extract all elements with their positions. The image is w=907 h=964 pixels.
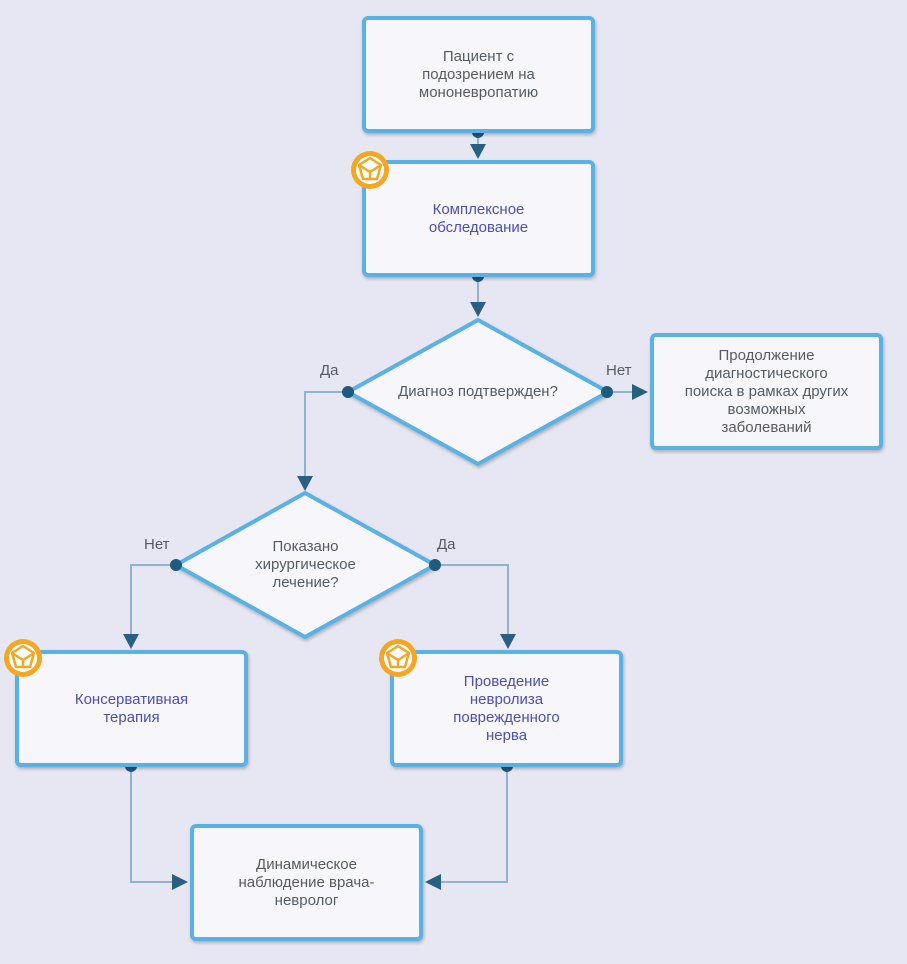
arrow-to-observation-left (172, 874, 188, 890)
node-neurolysis-label[interactable]: Проведение невролиза поврежденного нерва (453, 672, 560, 744)
arrow-to-diagnosis (470, 302, 486, 317)
edge-label-surgery-no: Нет (144, 536, 170, 553)
edge-diagnosis-yes (304, 391, 348, 480)
arrow-to-continue (632, 384, 648, 400)
node-observation[interactable]: Динамическое наблюдение врача-невролог (190, 824, 423, 941)
dot-surgery-left (170, 559, 182, 571)
dot-diagnosis-right (601, 386, 613, 398)
arrow-to-observation-right (425, 874, 441, 890)
node-patient-label: Пациент с подозрением на мононевропатию (418, 47, 539, 101)
decision-diagnosis-shape (346, 318, 610, 466)
connectors (130, 132, 638, 883)
node-continue-search-label: Продолжение диагностического поиска в ра… (684, 346, 849, 436)
edge-surgery-no (130, 564, 176, 638)
clinical-recommendation-icon[interactable] (378, 638, 418, 678)
arrow-to-conservative (123, 634, 139, 649)
node-observation-label: Динамическое наблюдение врача-невролог (238, 855, 375, 909)
edge-surgery-yes (435, 564, 509, 638)
edge-neurolysis-observation (437, 766, 508, 883)
arrowheads (123, 144, 648, 890)
edge-label-diagnosis-no: Нет (606, 362, 632, 379)
node-patient[interactable]: Пациент с подозрением на мононевропатию (362, 16, 595, 133)
node-exam-label[interactable]: Комплексное обследование (428, 200, 529, 236)
dot-diagnosis-left (342, 386, 354, 398)
arrow-to-exam (470, 144, 486, 159)
decision-surgery-label: Показано хирургическое лечение? (255, 538, 356, 591)
arrow-to-surgery (297, 476, 313, 491)
dot-surgery-right (429, 559, 441, 571)
decision-diagnosis-label: Диагноз подтвержден? (398, 383, 558, 400)
node-exam[interactable]: Комплексное обследование (362, 160, 595, 277)
node-conservative-label[interactable]: Консервативная терапия (74, 690, 189, 726)
edge-conservative-observation (130, 766, 177, 883)
edge-label-diagnosis-yes: Да (320, 362, 339, 379)
node-continue-search[interactable]: Продолжение диагностического поиска в ра… (650, 333, 883, 450)
edge-label-surgery-yes: Да (437, 536, 456, 553)
clinical-recommendation-icon[interactable] (350, 150, 390, 190)
node-neurolysis[interactable]: Проведение невролиза поврежденного нерва (390, 650, 623, 767)
arrow-to-neurolysis (500, 634, 516, 649)
clinical-recommendation-icon[interactable] (3, 638, 43, 678)
decision-surgery-shape (174, 491, 437, 639)
node-conservative[interactable]: Консервативная терапия (15, 650, 248, 767)
